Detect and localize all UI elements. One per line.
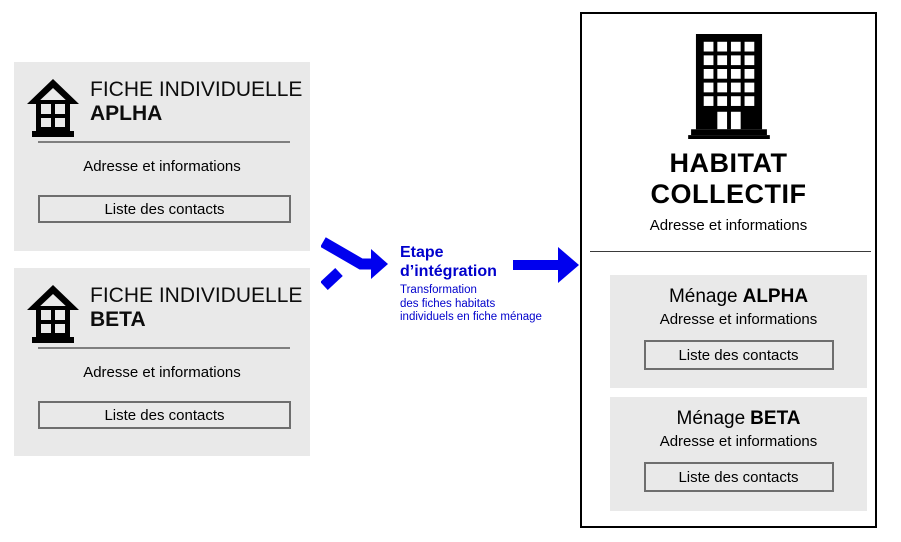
divider — [38, 347, 290, 349]
household-title-name: BETA — [750, 408, 801, 429]
address-label: Adresse et informations — [659, 433, 818, 450]
divider — [590, 251, 871, 252]
habitat-collectif-panel: HABITAT COLLECTIF Adresse et information… — [580, 12, 877, 528]
merge-arrow-icon — [321, 237, 388, 290]
household-title-name: ALPHA — [742, 286, 809, 307]
house-icon — [27, 285, 79, 343]
right-arrow-icon — [513, 247, 579, 283]
card-title: FICHE INDIVIDUELLE APLHA — [90, 75, 302, 126]
card-title: FICHE INDIVIDUELLE BETA — [90, 281, 302, 332]
panel-address-label: Adresse et informations — [649, 217, 808, 234]
card-title-name: BETA — [90, 308, 146, 331]
card-header: FICHE INDIVIDUELLE APLHA — [14, 62, 310, 138]
contacts-list-button[interactable]: Liste des contacts — [643, 462, 834, 492]
card-title-line1: FICHE INDIVIDUELLE — [90, 284, 303, 307]
address-label: Adresse et informations — [659, 311, 818, 328]
address-label: Adresse et informations — [83, 364, 241, 381]
divider — [38, 141, 290, 143]
household-title-prefix: Ménage — [676, 408, 746, 429]
card-title-name: APLHA — [90, 102, 163, 125]
integration-step-title: Etape d’intégration — [400, 244, 497, 280]
household-title-prefix: Ménage — [668, 286, 738, 307]
contacts-list-button[interactable]: Liste des contacts — [38, 195, 291, 223]
fiche-individuelle-card-alpha: FICHE INDIVIDUELLE APLHA Adresse et info… — [14, 62, 310, 251]
contacts-list-button[interactable]: Liste des contacts — [643, 340, 834, 370]
fiche-individuelle-card-beta: FICHE INDIVIDUELLE BETA Adresse et infor… — [14, 268, 310, 456]
panel-title: HABITAT COLLECTIF — [650, 148, 807, 209]
building-icon — [687, 34, 770, 139]
address-label: Adresse et informations — [83, 158, 241, 175]
integration-step-description: Transformation des fiches habitats indiv… — [400, 284, 542, 323]
card-header: FICHE INDIVIDUELLE BETA — [14, 268, 310, 344]
house-icon — [27, 79, 79, 137]
contacts-list-button[interactable]: Liste des contacts — [38, 401, 291, 429]
card-title-line1: FICHE INDIVIDUELLE — [90, 78, 303, 101]
